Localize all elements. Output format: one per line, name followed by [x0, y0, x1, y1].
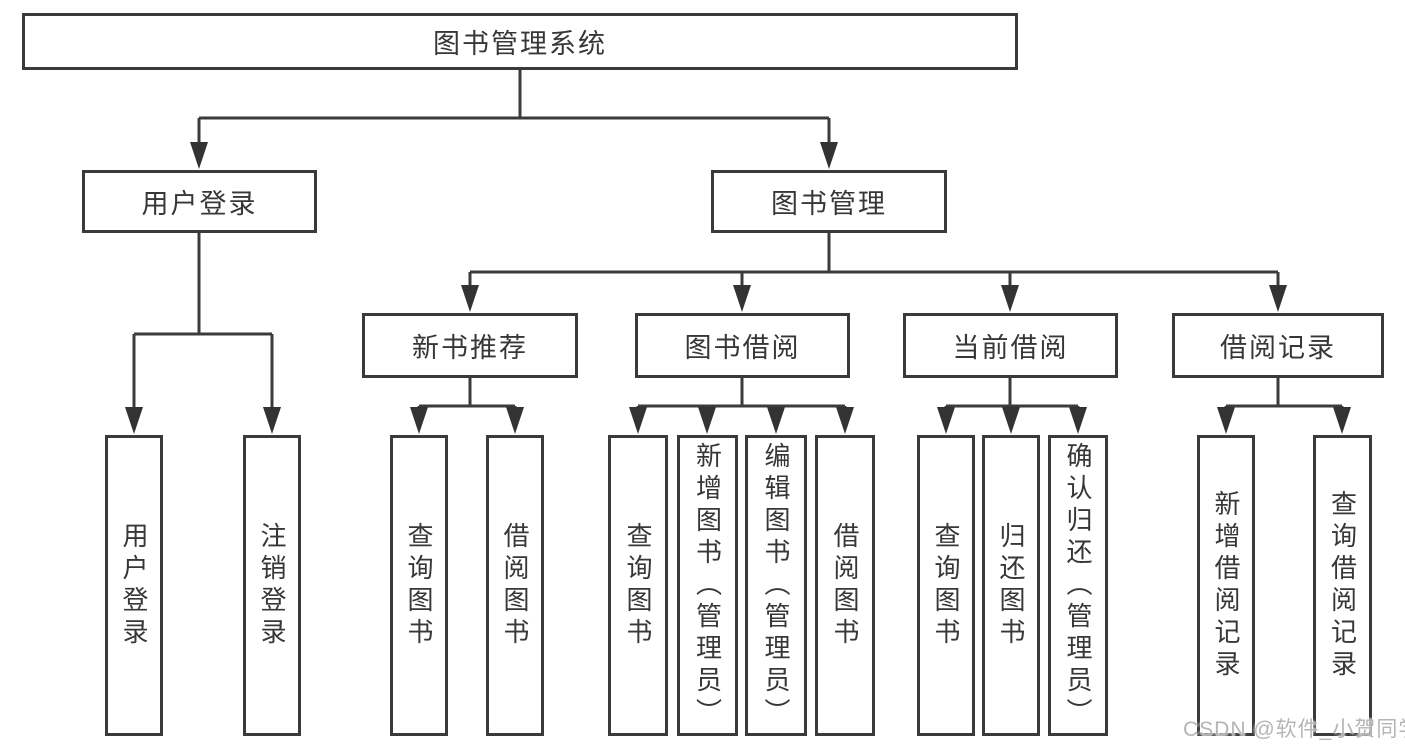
node-label: 新书推荐: [412, 333, 528, 363]
node-label: 图书管理系统: [433, 29, 607, 59]
leaf-query-books-current: 查询图书: [917, 435, 975, 736]
node-label: 查询借阅记录: [1327, 489, 1358, 682]
node-label: 新增借阅记录: [1211, 489, 1241, 682]
leaf-borrow-books-recommend: 借阅图书: [486, 435, 544, 736]
node-label: 编辑图书（管理员）: [761, 441, 791, 730]
node-label: 借阅记录: [1220, 333, 1336, 363]
leaf-user-login: 用户登录: [105, 435, 163, 736]
node-book-borrow: 图书借阅: [635, 313, 850, 378]
leaf-return-book: 归还图书: [982, 435, 1040, 736]
node-label: 借阅图书: [830, 521, 860, 650]
node-borrow-records: 借阅记录: [1172, 313, 1384, 378]
leaf-query-books-recommend: 查询图书: [390, 435, 448, 736]
leaf-query-borrow-record: 查询借阅记录: [1313, 435, 1372, 736]
leaf-edit-book-admin: 编辑图书（管理员）: [745, 435, 807, 736]
node-label: 用户登录: [119, 521, 149, 650]
leaf-confirm-return-admin: 确认归还（管理员）: [1048, 435, 1108, 736]
node-label: 图书管理: [771, 189, 887, 219]
node-new-book-recommend: 新书推荐: [362, 313, 578, 378]
node-current-borrow: 当前借阅: [903, 313, 1118, 378]
node-label: 查询图书: [931, 521, 961, 650]
node-label: 图书借阅: [684, 333, 801, 363]
node-book-management: 图书管理: [711, 170, 947, 233]
node-label: 查询图书: [404, 521, 434, 650]
leaf-add-borrow-record: 新增借阅记录: [1197, 435, 1255, 736]
node-root: 图书管理系统: [22, 13, 1018, 70]
leaf-add-book-admin: 新增图书（管理员）: [677, 435, 738, 736]
leaf-logout: 注销登录: [243, 435, 301, 736]
node-label: 查询图书: [623, 521, 653, 650]
leaf-query-books-borrow: 查询图书: [608, 435, 668, 736]
node-label: 归还图书: [996, 521, 1026, 650]
node-label: 确认归还（管理员）: [1063, 441, 1093, 730]
leaf-borrow-books: 借阅图书: [815, 435, 875, 736]
node-label: 当前借阅: [952, 333, 1069, 363]
node-label: 新增图书（管理员）: [692, 441, 723, 730]
node-user-login: 用户登录: [82, 170, 317, 233]
watermark: CSDN @软件_小贺同学: [1183, 718, 1405, 741]
node-label: 注销登录: [257, 521, 287, 650]
node-label: 借阅图书: [500, 521, 530, 650]
node-label: 用户登录: [141, 189, 258, 219]
